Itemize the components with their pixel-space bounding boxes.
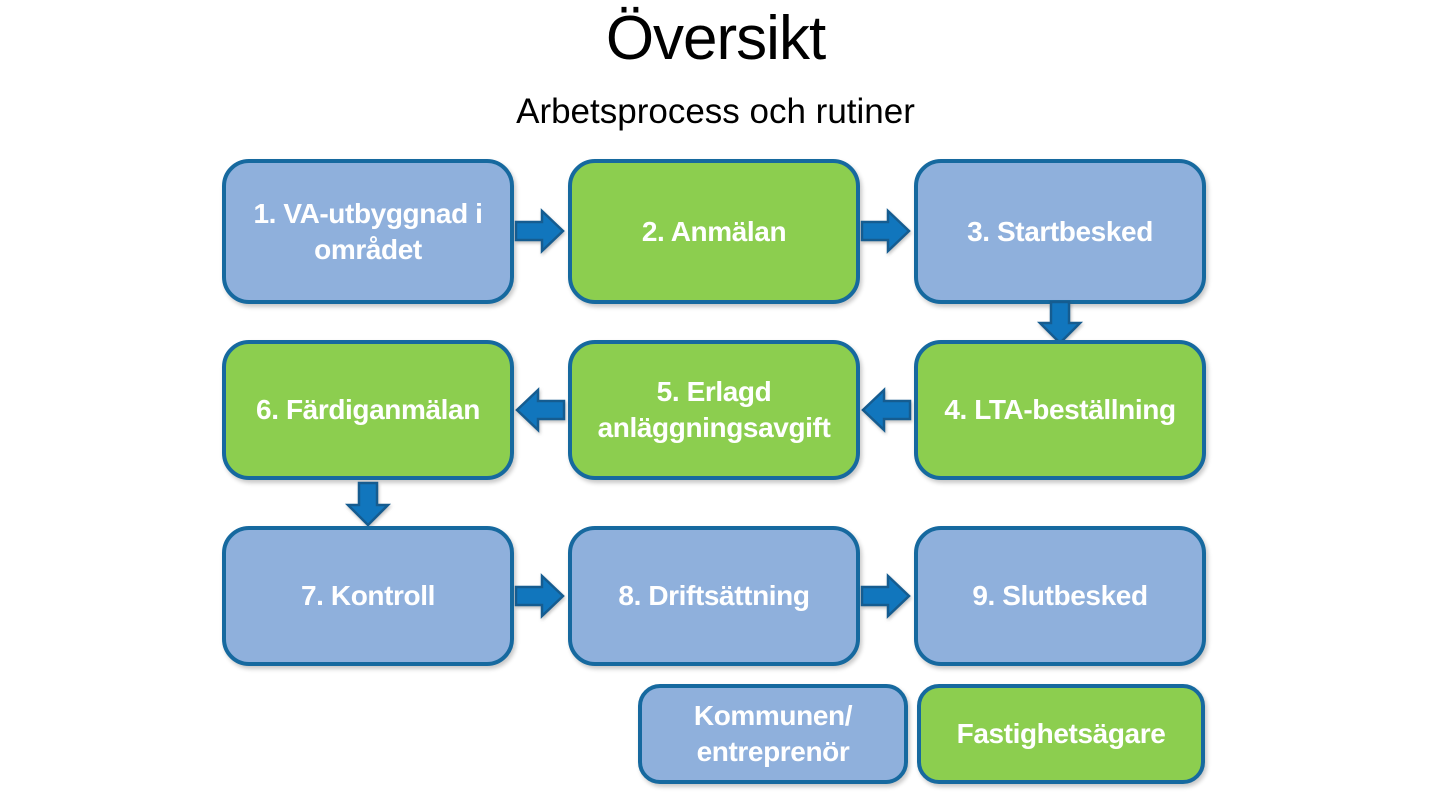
arrow-left-icon xyxy=(861,387,912,433)
arrow-down-icon xyxy=(1036,300,1084,345)
step-box-8-label: 8. Driftsättning xyxy=(618,580,810,612)
legend-fastighetsagare: Fastighetsägare xyxy=(917,684,1205,784)
legend-kommunen-label: Kommunen/ entreprenör xyxy=(693,700,853,767)
arrow-left-icon xyxy=(515,387,566,433)
step-box-4-label: 4. LTA-beställning xyxy=(944,394,1176,426)
step-box-2: 2. Anmälan xyxy=(568,159,860,304)
arrow-right-icon xyxy=(514,573,565,619)
step-box-7-label: 7. Kontroll xyxy=(300,580,436,612)
step-box-4: 4. LTA-beställning xyxy=(914,340,1206,480)
page-subtitle: Arbetsprocess och rutiner xyxy=(516,92,915,131)
step-box-7: 7. Kontroll xyxy=(222,526,514,666)
legend-fastighetsagare-label: Fastighetsägare xyxy=(956,718,1166,750)
step-box-6: 6. Färdiganmälan xyxy=(222,340,514,480)
step-box-5-label: 5. Erlagd anläggningsavgift xyxy=(597,376,831,443)
arrow-down-icon xyxy=(344,481,392,527)
step-box-1: 1. VA-utbyggnad i området xyxy=(222,159,514,304)
step-box-3: 3. Startbesked xyxy=(914,159,1206,304)
step-box-2-label: 2. Anmälan xyxy=(641,215,787,247)
arrow-right-icon xyxy=(860,573,911,619)
arrow-right-icon xyxy=(514,208,565,254)
legend-kommunen: Kommunen/ entreprenör xyxy=(638,684,908,784)
step-box-8: 8. Driftsättning xyxy=(568,526,860,666)
step-box-9: 9. Slutbesked xyxy=(914,526,1206,666)
step-box-6-label: 6. Färdiganmälan xyxy=(256,394,480,426)
step-box-5: 5. Erlagd anläggningsavgift xyxy=(568,340,860,480)
step-box-3-label: 3. Startbesked xyxy=(967,215,1153,247)
page-title: Översikt xyxy=(605,4,826,73)
step-box-1-label: 1. VA-utbyggnad i området xyxy=(253,197,483,265)
step-box-9-label: 9. Slutbesked xyxy=(972,580,1148,612)
arrow-right-icon xyxy=(860,208,911,254)
